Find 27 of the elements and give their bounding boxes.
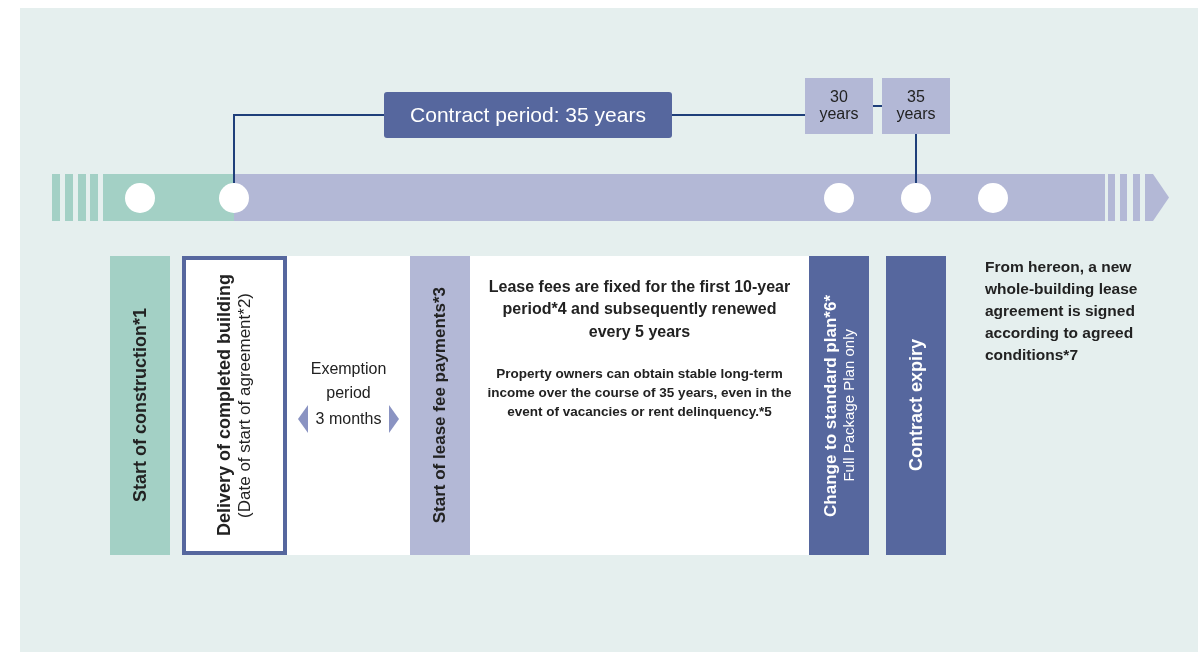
- panel-paragraph: Property owners can obtain stable long-term income over the course of 35 years, even in the event of vacancies or rent delinquency.*5: [486, 365, 793, 421]
- panel-heading: Lease fees are fixed for the first 10-year period*4 and subsequently renewed every 5 years: [487, 277, 792, 342]
- milestone-bar: [182, 256, 287, 555]
- milestone-box: [882, 78, 950, 134]
- milestone-text: Start of lease fee payments*3: [430, 287, 450, 524]
- period-label-text: Contract period: 35 years: [410, 102, 646, 128]
- connector-line: [233, 114, 385, 184]
- milestone-box: [805, 78, 873, 134]
- period-duration: 3 months: [314, 409, 383, 429]
- milestone-text: Delivery of completed building: [214, 274, 236, 537]
- connector-line: [915, 133, 917, 184]
- note-text: From hereon, a new whole-building lease agreement is signed according to agreed conditions*7: [985, 257, 1139, 365]
- milestone-note: (Date of start of agreement*2): [235, 293, 255, 518]
- milestone-bar: [886, 256, 946, 555]
- period-title: Exemption period: [309, 359, 388, 403]
- milestone-text: Start of construction*1: [129, 308, 151, 503]
- milestone-text: Change to standard plan*6*: [820, 294, 841, 517]
- milestone-text: 30 years: [818, 89, 860, 123]
- connector-line: [872, 105, 883, 107]
- milestone-text: Contract expiry: [905, 339, 927, 472]
- period-label: [384, 92, 672, 138]
- milestone-bar: [410, 256, 470, 555]
- connector-line: [671, 114, 806, 116]
- milestone-bar: [110, 256, 170, 555]
- milestone-note: Full Package Plan only: [840, 329, 858, 482]
- milestone-bar: [809, 256, 869, 555]
- milestone-text: 35 years: [895, 89, 937, 123]
